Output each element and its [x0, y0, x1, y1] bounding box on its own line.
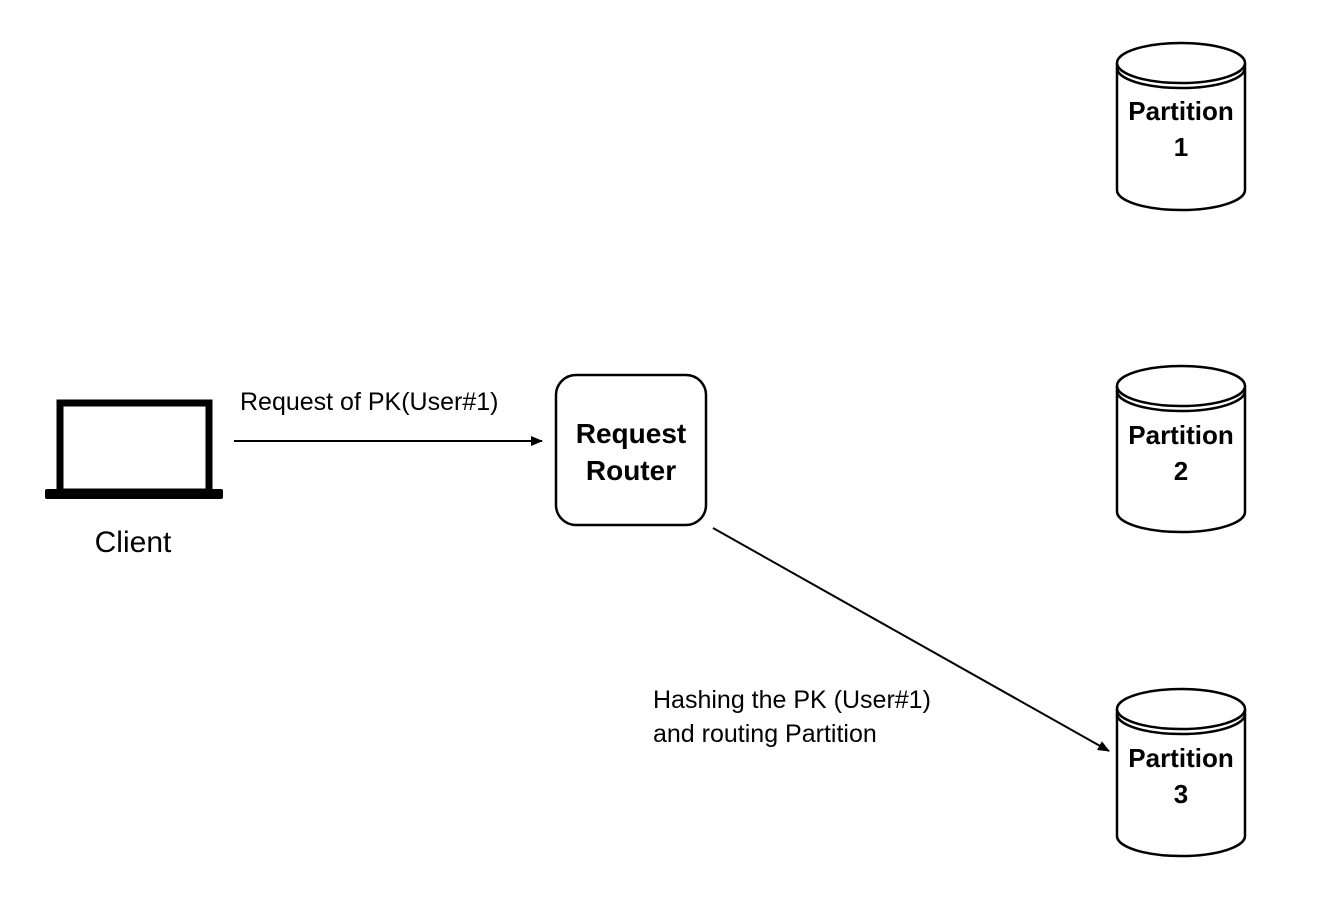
router-to-partition-arrow	[712, 527, 1110, 752]
partition-3-label-line2: 3	[1174, 779, 1188, 809]
client-to-router-label: Request of PK(User#1)	[240, 388, 498, 416]
request-router-label-line1: Request	[576, 418, 686, 449]
request-router-box	[554, 373, 708, 527]
request-router-label-line2: Router	[586, 455, 676, 486]
laptop-icon	[45, 399, 223, 499]
database-icon	[1115, 364, 1247, 534]
database-icon	[1115, 41, 1247, 212]
partition-3-label-line1: Partition	[1128, 743, 1233, 773]
partition-2-label-line2: 2	[1174, 456, 1188, 486]
database-icon	[1115, 687, 1247, 858]
router-to-partition-label-line2: and routing Partition	[653, 720, 877, 748]
router-to-partition-label-line1: Hashing the PK (User#1)	[653, 686, 931, 714]
partition-1-label-line2: 1	[1174, 132, 1188, 162]
partition-2-label-line1: Partition	[1128, 420, 1233, 450]
client-label: Client	[95, 526, 172, 559]
partition-1-label-line1: Partition	[1128, 96, 1233, 126]
